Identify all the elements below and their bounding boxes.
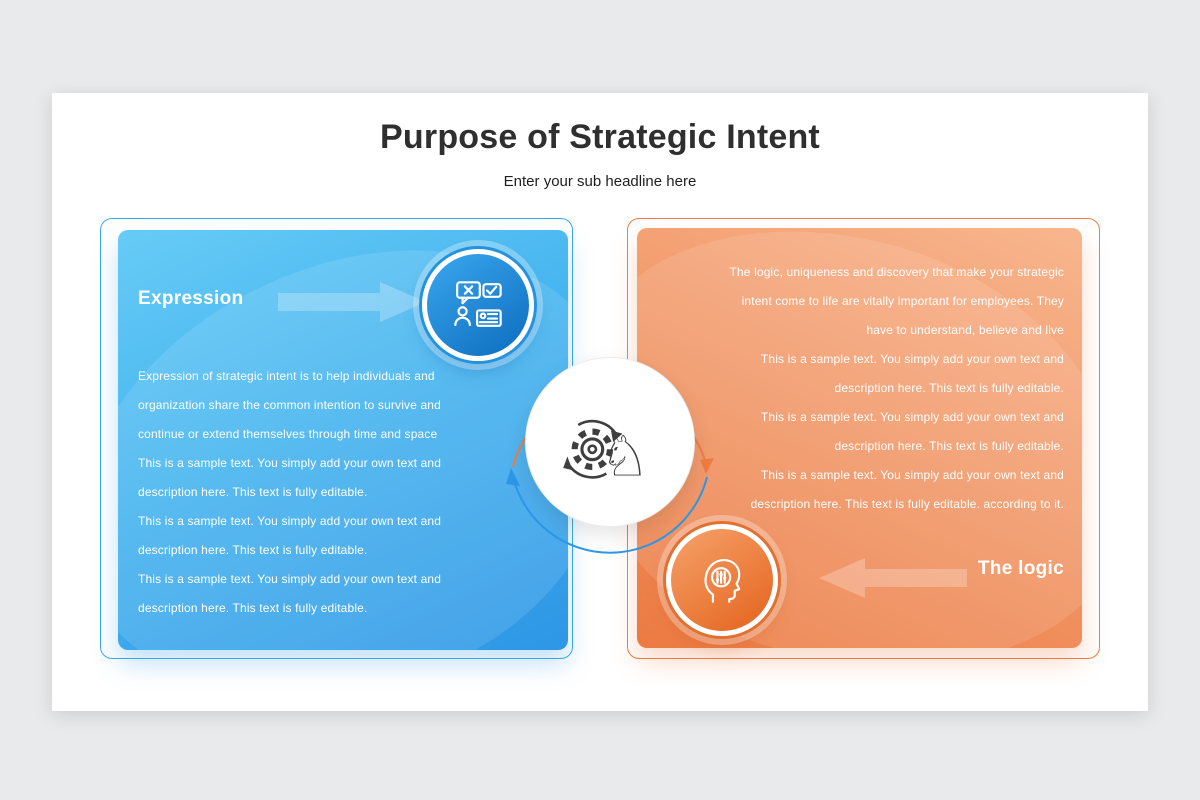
logic-paragraph: This is a sample text. You simply add yo… <box>750 468 1064 511</box>
slide-canvas: Purpose of Strategic Intent Enter your s… <box>52 93 1148 711</box>
logic-paragraph: The logic, uniqueness and discovery that… <box>729 265 1064 337</box>
logic-heading: The logic <box>977 558 1064 579</box>
slide-subtitle: Enter your sub headline here <box>503 173 697 190</box>
expression-paragraph: This is a sample text. You simply add yo… <box>138 514 442 557</box>
strategy-gear-knight-icon: ♘ <box>563 419 650 489</box>
blue-arrowhead-icon <box>506 468 520 486</box>
mind-tuning-icon <box>704 558 741 603</box>
expression-paragraph: This is a sample text. You simply add yo… <box>138 456 442 499</box>
orange-arrowhead-icon <box>700 458 714 474</box>
expression-paragraph: This is a sample text. You simply add yo… <box>138 572 442 615</box>
expression-paragraph: Expression of strategic intent is to hel… <box>138 369 441 441</box>
mind-badge <box>666 524 778 636</box>
blue-arc <box>512 476 708 554</box>
logic-paragraph: This is a sample text. You simply add yo… <box>760 410 1064 453</box>
expression-body: Expression of strategic intent is to hel… <box>138 362 490 623</box>
logic-body: The logic, uniqueness and discovery that… <box>712 258 1064 519</box>
logic-paragraph: This is a sample text. You simply add yo… <box>760 352 1064 395</box>
center-hub: ♘ <box>525 357 695 527</box>
feedback-chat-icon <box>454 281 502 327</box>
svg-text:♘: ♘ <box>600 424 650 489</box>
arrow-left-icon <box>819 558 967 598</box>
arrow-right-icon <box>278 282 426 322</box>
slide-title: Purpose of Strategic Intent <box>380 118 820 156</box>
logic-panel: The logic The logic, uniqueness and disc… <box>637 228 1082 648</box>
communication-badge <box>422 249 534 361</box>
expression-heading: Expression <box>138 288 244 309</box>
